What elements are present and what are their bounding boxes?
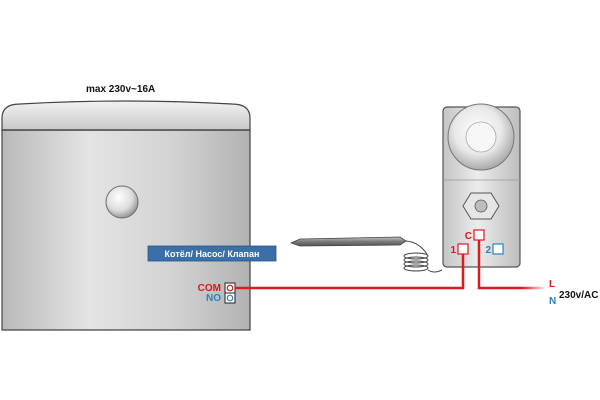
capillary-probe [289, 236, 407, 247]
com-terminal-label: COM [198, 283, 221, 294]
terminal-1[interactable] [457, 243, 469, 255]
device-label: Котёл/ Насос/ Клапан [165, 249, 260, 259]
no-terminal-label: NO [206, 293, 221, 304]
terminal-2-label: 2 [485, 245, 491, 256]
terminal-1-label: 1 [450, 245, 456, 256]
terminal-2[interactable] [492, 243, 504, 255]
neutral-label: N [549, 296, 556, 307]
terminal-c-label: C [465, 231, 472, 242]
boiler [1, 100, 251, 331]
boiler-knob-icon[interactable] [105, 185, 139, 219]
com-terminal[interactable] [224, 282, 236, 294]
rating-label: max 230v~16A [86, 84, 155, 95]
voltage-label: 230v/AC [559, 290, 598, 301]
boiler-top-cap [1, 100, 251, 131]
device-label-box [147, 245, 277, 262]
terminal-c[interactable] [473, 229, 485, 241]
terminal-c-to-live-wire [477, 240, 545, 290]
live-label: L [549, 279, 555, 290]
no-terminal[interactable] [224, 292, 236, 304]
capillary-tube [403, 240, 443, 273]
thermostat [442, 103, 521, 268]
com-to-terminal-1-wire [235, 254, 465, 290]
